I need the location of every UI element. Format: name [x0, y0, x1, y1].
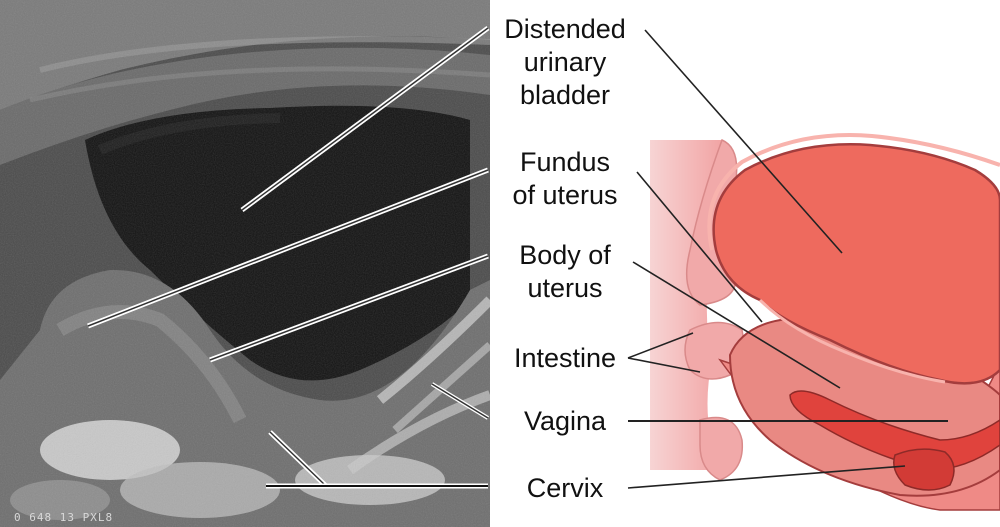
label-body-line2: uterus: [527, 273, 602, 303]
label-fundus-line1: Fundus: [520, 147, 610, 177]
intestine-loop-lower: [700, 418, 742, 481]
label-intestine: Intestine: [514, 343, 616, 373]
label-cervix: Cervix: [527, 473, 604, 503]
label-bladder-line2: urinary: [524, 47, 607, 77]
ultrasound-caption: 0 648 13 PXL8: [14, 511, 113, 524]
label-bladder-line1: Distended: [504, 14, 626, 44]
label-bladder-line3: bladder: [520, 80, 610, 110]
label-body-line1: Body of: [519, 240, 611, 270]
anatomy-drawing: [650, 135, 1000, 510]
label-vagina: Vagina: [524, 406, 607, 436]
label-fundus-line2: of uterus: [512, 180, 617, 210]
labels: Distended urinary bladder Fundus of uter…: [504, 14, 626, 503]
